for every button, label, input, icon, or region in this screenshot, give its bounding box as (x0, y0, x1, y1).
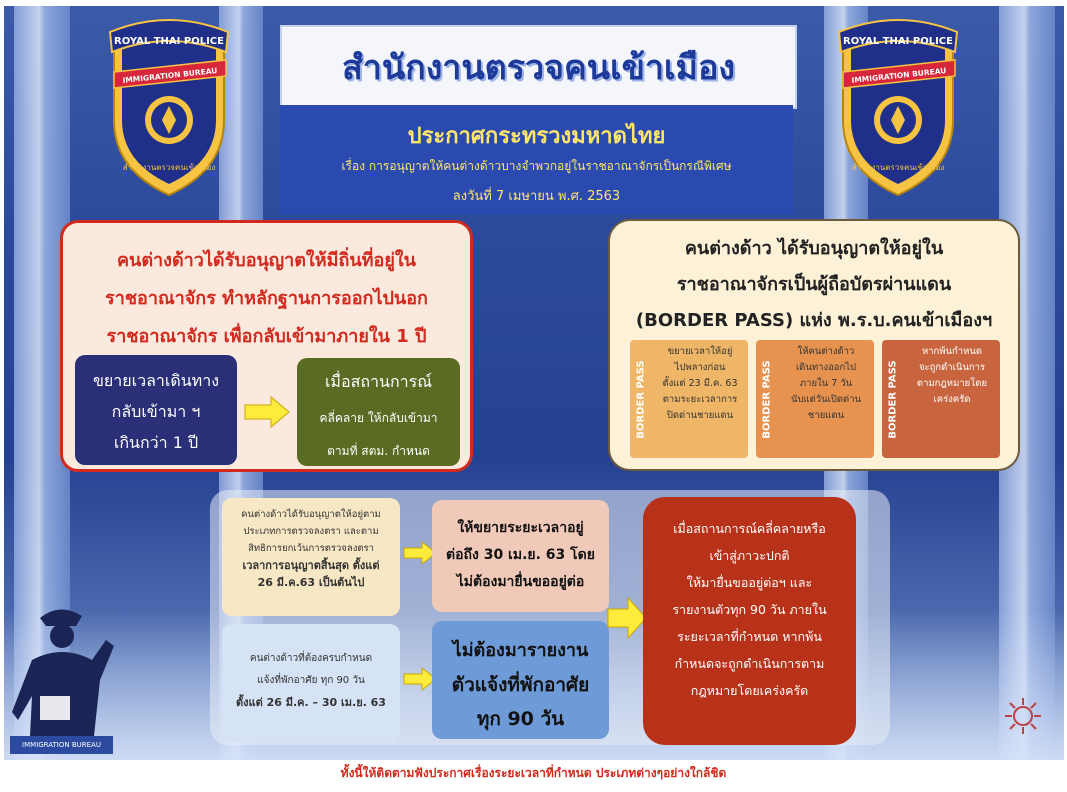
sky-line: ไม่ต้องมารายงาน (452, 640, 589, 661)
announcement-title: ประกาศกระทรวงมหาดไทย (407, 124, 666, 149)
visa-holders-box: คนต่างด้าวได้รับอนุญาตให้อยู่ตาม ประเภทก… (222, 498, 400, 616)
border-pass-step: BORDER PASS ให้คนต่างด้าวเดินทางออกไปภาย… (756, 340, 874, 458)
page-title: สำนักงานตรวจคนเข้าเมือง (342, 48, 735, 88)
resident-card-line-2: ราชอาณาจักร ทำหลักฐานการออกไปนอก (105, 288, 428, 309)
no-report-box: ไม่ต้องมารายงาน ตัวแจ้งที่พักอาศัย ทุก 9… (432, 621, 609, 739)
header-panel (280, 105, 793, 215)
lblue-line: ตั้งแต่ 26 มี.ค. – 30 เม.ย. 63 (236, 696, 386, 709)
police-badge-right-icon: ROYAL THAI POLICE IMMIGRATION BUREAU สำน… (837, 19, 959, 197)
lblue-line: คนต่างด้าวที่ต้องครบกำหนด (249, 653, 373, 664)
red-line: กำหนดจะถูกดำเนินการตาม (674, 656, 825, 671)
sky-line: ทุก 90 วัน (476, 708, 565, 730)
olive-line-1: เมื่อสถานการณ์ (324, 372, 433, 391)
border-pass-step-text: ให้คนต่างด้าวเดินทางออกไปภายใน 7 วันนับแ… (790, 346, 862, 421)
report-90-days-box: คนต่างด้าวที่ต้องครบกำหนด แจ้งที่พักอาศั… (222, 624, 400, 742)
extend-return-box: ขยายเวลาเดินทาง กลับเข้ามา ฯ เกินกว่า 1 … (75, 355, 237, 465)
red-line: เมื่อสถานการณ์คลี่คลายหรือ (673, 521, 826, 536)
cream-line: สิทธิการยกเว้นการตรวจลงตรา (248, 543, 374, 554)
peach-line: ต่อถึง 30 เม.ย. 63 โดย (446, 547, 595, 563)
border-card-line-3: (BORDER PASS) แห่ง พ.ร.บ.คนเข้าเมืองฯ (635, 310, 993, 331)
lblue-line: แจ้งที่พักอาศัย ทุก 90 วัน (257, 675, 365, 686)
arrow-right-icon (403, 540, 437, 566)
resident-card-line-1: คนต่างด้าวได้รับอนุญาตให้มีถิ่นที่อยู่ใน (117, 250, 416, 271)
olive-line-2: คลี่คลาย ให้กลับเข้ามา (319, 411, 438, 425)
border-pass-step-text: ขยายเวลาให้อยู่ไปพลางก่อนตั้งแต่ 23 มี.ค… (662, 346, 738, 421)
extend-line-1: ขยายเวลาเดินทาง (92, 371, 220, 390)
badge-top-text: ROYAL THAI POLICE (843, 36, 953, 47)
red-line: ระยะเวลาที่กำหนด หากพ้น (677, 629, 822, 644)
border-card-line-1: คนต่างด้าว ได้รับอนุญาตให้อยู่ใน (684, 238, 944, 259)
footer-note: ทั้งนี้ให้ติดตามฟังประกาศเรื่องระยะเวลาท… (340, 766, 727, 780)
officer-icon (12, 609, 114, 736)
title-banner: สำนักงานตรวจคนเข้าเมือง (280, 25, 797, 109)
resident-card: คนต่างด้าวได้รับอนุญาตให้มีถิ่นที่อยู่ใน… (60, 220, 473, 472)
border-pass-step-text: หากพ้นกำหนดจะถูกดำเนินการตามกฎหมายโดยเคร… (916, 346, 988, 405)
police-badge-left-icon: ROYAL THAI POLICE IMMIGRATION BUREAU สำน… (108, 19, 230, 197)
border-pass-label: BORDER PASS (887, 359, 899, 439)
peach-line: ไม่ต้องมายื่นขออยู่ต่อ (456, 574, 585, 590)
extend-stay-box: ให้ขยายระยะเวลาอยู่ ต่อถึง 30 เม.ย. 63 โ… (432, 500, 609, 612)
arrow-right-icon (607, 596, 647, 640)
cream-line: 26 มี.ค.63 เป็นต้นไป (257, 576, 365, 589)
red-line: รายงานตัวทุก 90 วัน ภายใน (672, 602, 827, 617)
extend-line-2: กลับเข้ามา ฯ (111, 402, 201, 421)
badge-bottom-text: สำนักงานตรวจคนเข้าเมือง (852, 163, 945, 172)
resident-card-line-3: ราชอาณาจักร เพื่อกลับเข้ามาภายใน 1 ปี (106, 326, 427, 347)
situation-eases-box: เมื่อสถานการณ์ คลี่คลาย ให้กลับเข้ามา ตา… (297, 358, 460, 466)
red-line: กฎหมายโดยเคร่งครัด (690, 683, 809, 698)
border-pass-label: BORDER PASS (635, 359, 647, 439)
badge-bottom-text: สำนักงานตรวจคนเข้าเมือง (123, 163, 216, 172)
olive-line-3: ตามที่ สตม. กำหนด (327, 444, 430, 458)
red-line: ให้มายื่นขออยู่ต่อฯ และ (686, 575, 813, 590)
badge-top-text: ROYAL THAI POLICE (114, 36, 224, 47)
cream-line: คนต่างด้าวได้รับอนุญาตให้อยู่ตาม (241, 509, 381, 520)
arrow-right-icon (244, 395, 290, 429)
cream-line: ประเภทการตรวจลงตรา และตาม (243, 526, 379, 537)
border-pass-label: BORDER PASS (761, 359, 773, 439)
extend-line-3: เกินกว่า 1 ปี (113, 433, 199, 452)
immigration-tag: IMMIGRATION BUREAU (10, 736, 113, 754)
cream-line: เวลาการอนุญาตสิ้นสุด ตั้งแต่ (242, 559, 380, 572)
border-pass-step: BORDER PASS หากพ้นกำหนดจะถูกดำเนินการตาม… (882, 340, 1000, 458)
sky-line: ตัวแจ้งที่พักอาศัย (451, 674, 590, 696)
border-pass-step: BORDER PASS ขยายเวลาให้อยู่ไปพลางก่อนตั้… (630, 340, 748, 458)
virus-icon (1005, 698, 1041, 734)
border-card-line-2: ราชอาณาจักรเป็นผู้ถือบัตรผ่านแดน (676, 274, 952, 295)
peach-line: ให้ขยายระยะเวลาอยู่ (457, 520, 584, 536)
announcement-date: ลงวันที่ 7 เมษายน พ.ศ. 2563 (452, 189, 621, 204)
announcement-subject: เรื่อง การอนุญาตให้คนต่างด้าวบางจำพวกอยู… (341, 159, 732, 173)
when-normal-box: เมื่อสถานการณ์คลี่คลายหรือ เข้าสู่ภาวะปก… (643, 497, 856, 745)
arrow-right-icon (403, 666, 437, 692)
red-line: เข้าสู่ภาวะปกติ (709, 548, 790, 563)
